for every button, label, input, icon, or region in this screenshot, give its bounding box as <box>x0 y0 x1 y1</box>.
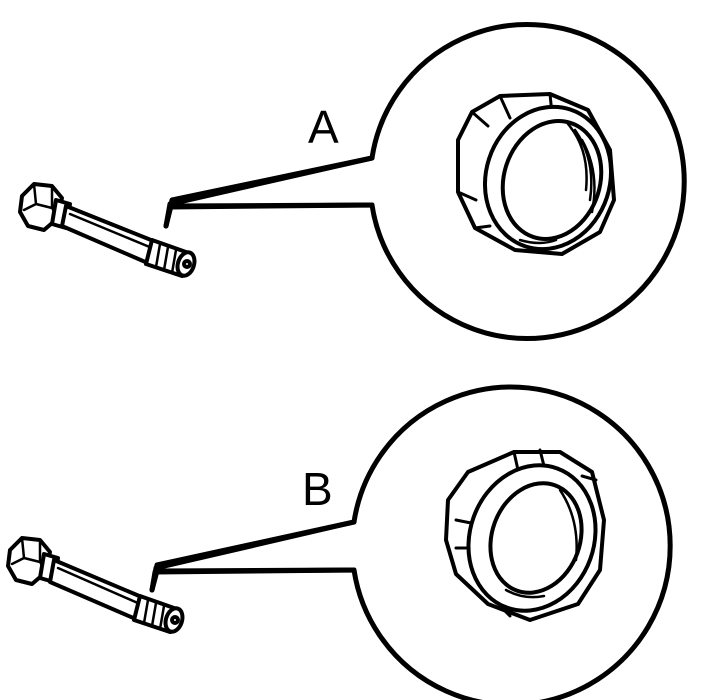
hex-nut-threads <box>518 122 596 245</box>
callout-a-leader <box>163 155 375 229</box>
bolt-b-tip-center <box>170 615 180 625</box>
hex-nut-bore <box>500 119 604 241</box>
callout-b-leader <box>149 519 357 593</box>
callout-a: A <box>18 22 687 341</box>
hex-nut-facets <box>456 92 554 230</box>
bolt-b-shank <box>48 558 146 622</box>
callout-b-letter: B <box>302 463 333 515</box>
callout-a-letter: A <box>308 101 339 153</box>
bolt-a-shank-highlight <box>68 212 154 250</box>
slotted-nut-icon <box>444 448 606 622</box>
bolt-b-thread-lines <box>142 598 166 631</box>
hex-nut-icon <box>456 92 616 256</box>
bolt-icon <box>6 536 185 634</box>
slotted-nut-threads <box>504 488 578 599</box>
bolt-a-tip-center <box>182 259 192 269</box>
callout-b: B <box>6 384 673 700</box>
bolt-icon <box>18 182 197 278</box>
bolt-a-shank <box>60 204 158 266</box>
bolt-a-thread-lines <box>154 242 178 275</box>
bolt-b-shank-highlight <box>56 566 142 606</box>
